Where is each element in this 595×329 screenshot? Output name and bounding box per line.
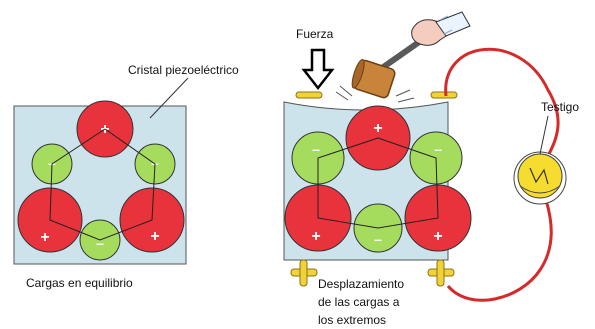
displacement-caption-line1: Desplazamiento [318,277,405,291]
displacement-caption-line2: de las cargas a [318,295,400,309]
indicator-label: Testigo [541,100,580,114]
indicator-label-pointer [539,115,549,155]
minus-sign: – [434,141,442,157]
crystal-label-pointer [149,77,189,119]
crystal-label: Cristal piezoeléctrico [128,63,239,77]
wire [444,47,560,157]
impact-lines [335,85,415,103]
lamp-icon [513,151,567,205]
bottom-plus-right [427,259,455,287]
plus-sign: + [150,228,159,245]
hammer-icon [351,37,425,99]
plus-sign: + [373,120,382,137]
bottom-plus-left [290,259,318,287]
minus-sign: – [374,231,382,247]
crystal-equilibrium: + – – + + – [13,77,189,265]
plus-sign: + [40,229,49,246]
minus-sign: – [151,155,159,171]
displacement-caption-line3: los extremos [318,313,387,327]
top-plate-left [295,91,323,99]
plus-sign: + [433,228,442,245]
plus-sign: + [311,228,320,245]
equilibrium-caption: Cargas en equilibrio [26,276,133,290]
top-plate-right [430,91,458,99]
wire [446,199,553,302]
hand-icon [411,11,471,46]
minus-sign: – [96,235,104,251]
crystal-bonds [49,128,156,241]
down-arrow-icon [301,48,335,91]
minus-sign: – [48,155,56,171]
minus-sign: – [312,141,320,157]
crystal-bonds [317,137,439,229]
force-label: Fuerza [296,27,334,41]
crystal-compressed: + – – + + – [283,101,472,261]
